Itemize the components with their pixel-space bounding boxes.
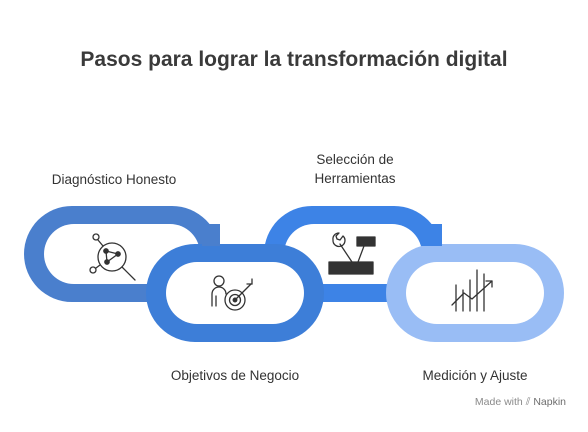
watermark-prefix: Made with [474,396,523,408]
growth-chart-icon [451,269,493,312]
watermark-brand: Napkin [533,396,566,408]
step-label-objetivos: Objetivos de Negocio [170,368,300,383]
step-label-diagnostico: Diagnóstico Honesto [51,172,177,187]
magnifier-network-icon [89,233,136,281]
link-overlap-diagnostico [202,224,220,246]
person-target-icon [211,275,253,311]
chain-link-medicion [386,244,564,342]
napkin-logo-icon: ⫽ [525,396,531,408]
tools-toolbox-icon [328,232,376,275]
chain-link-objetivos [146,244,324,342]
diagram-title: Pasos para lograr la transformación digi… [80,48,508,71]
link-overlap-seleccion [422,224,442,246]
step-label-seleccion: Selección de Herramientas [314,152,396,186]
step-label-medicion: Medición y Ajuste [422,368,528,383]
made-with-napkin-watermark: Made with ⫽ Napkin [475,396,566,409]
